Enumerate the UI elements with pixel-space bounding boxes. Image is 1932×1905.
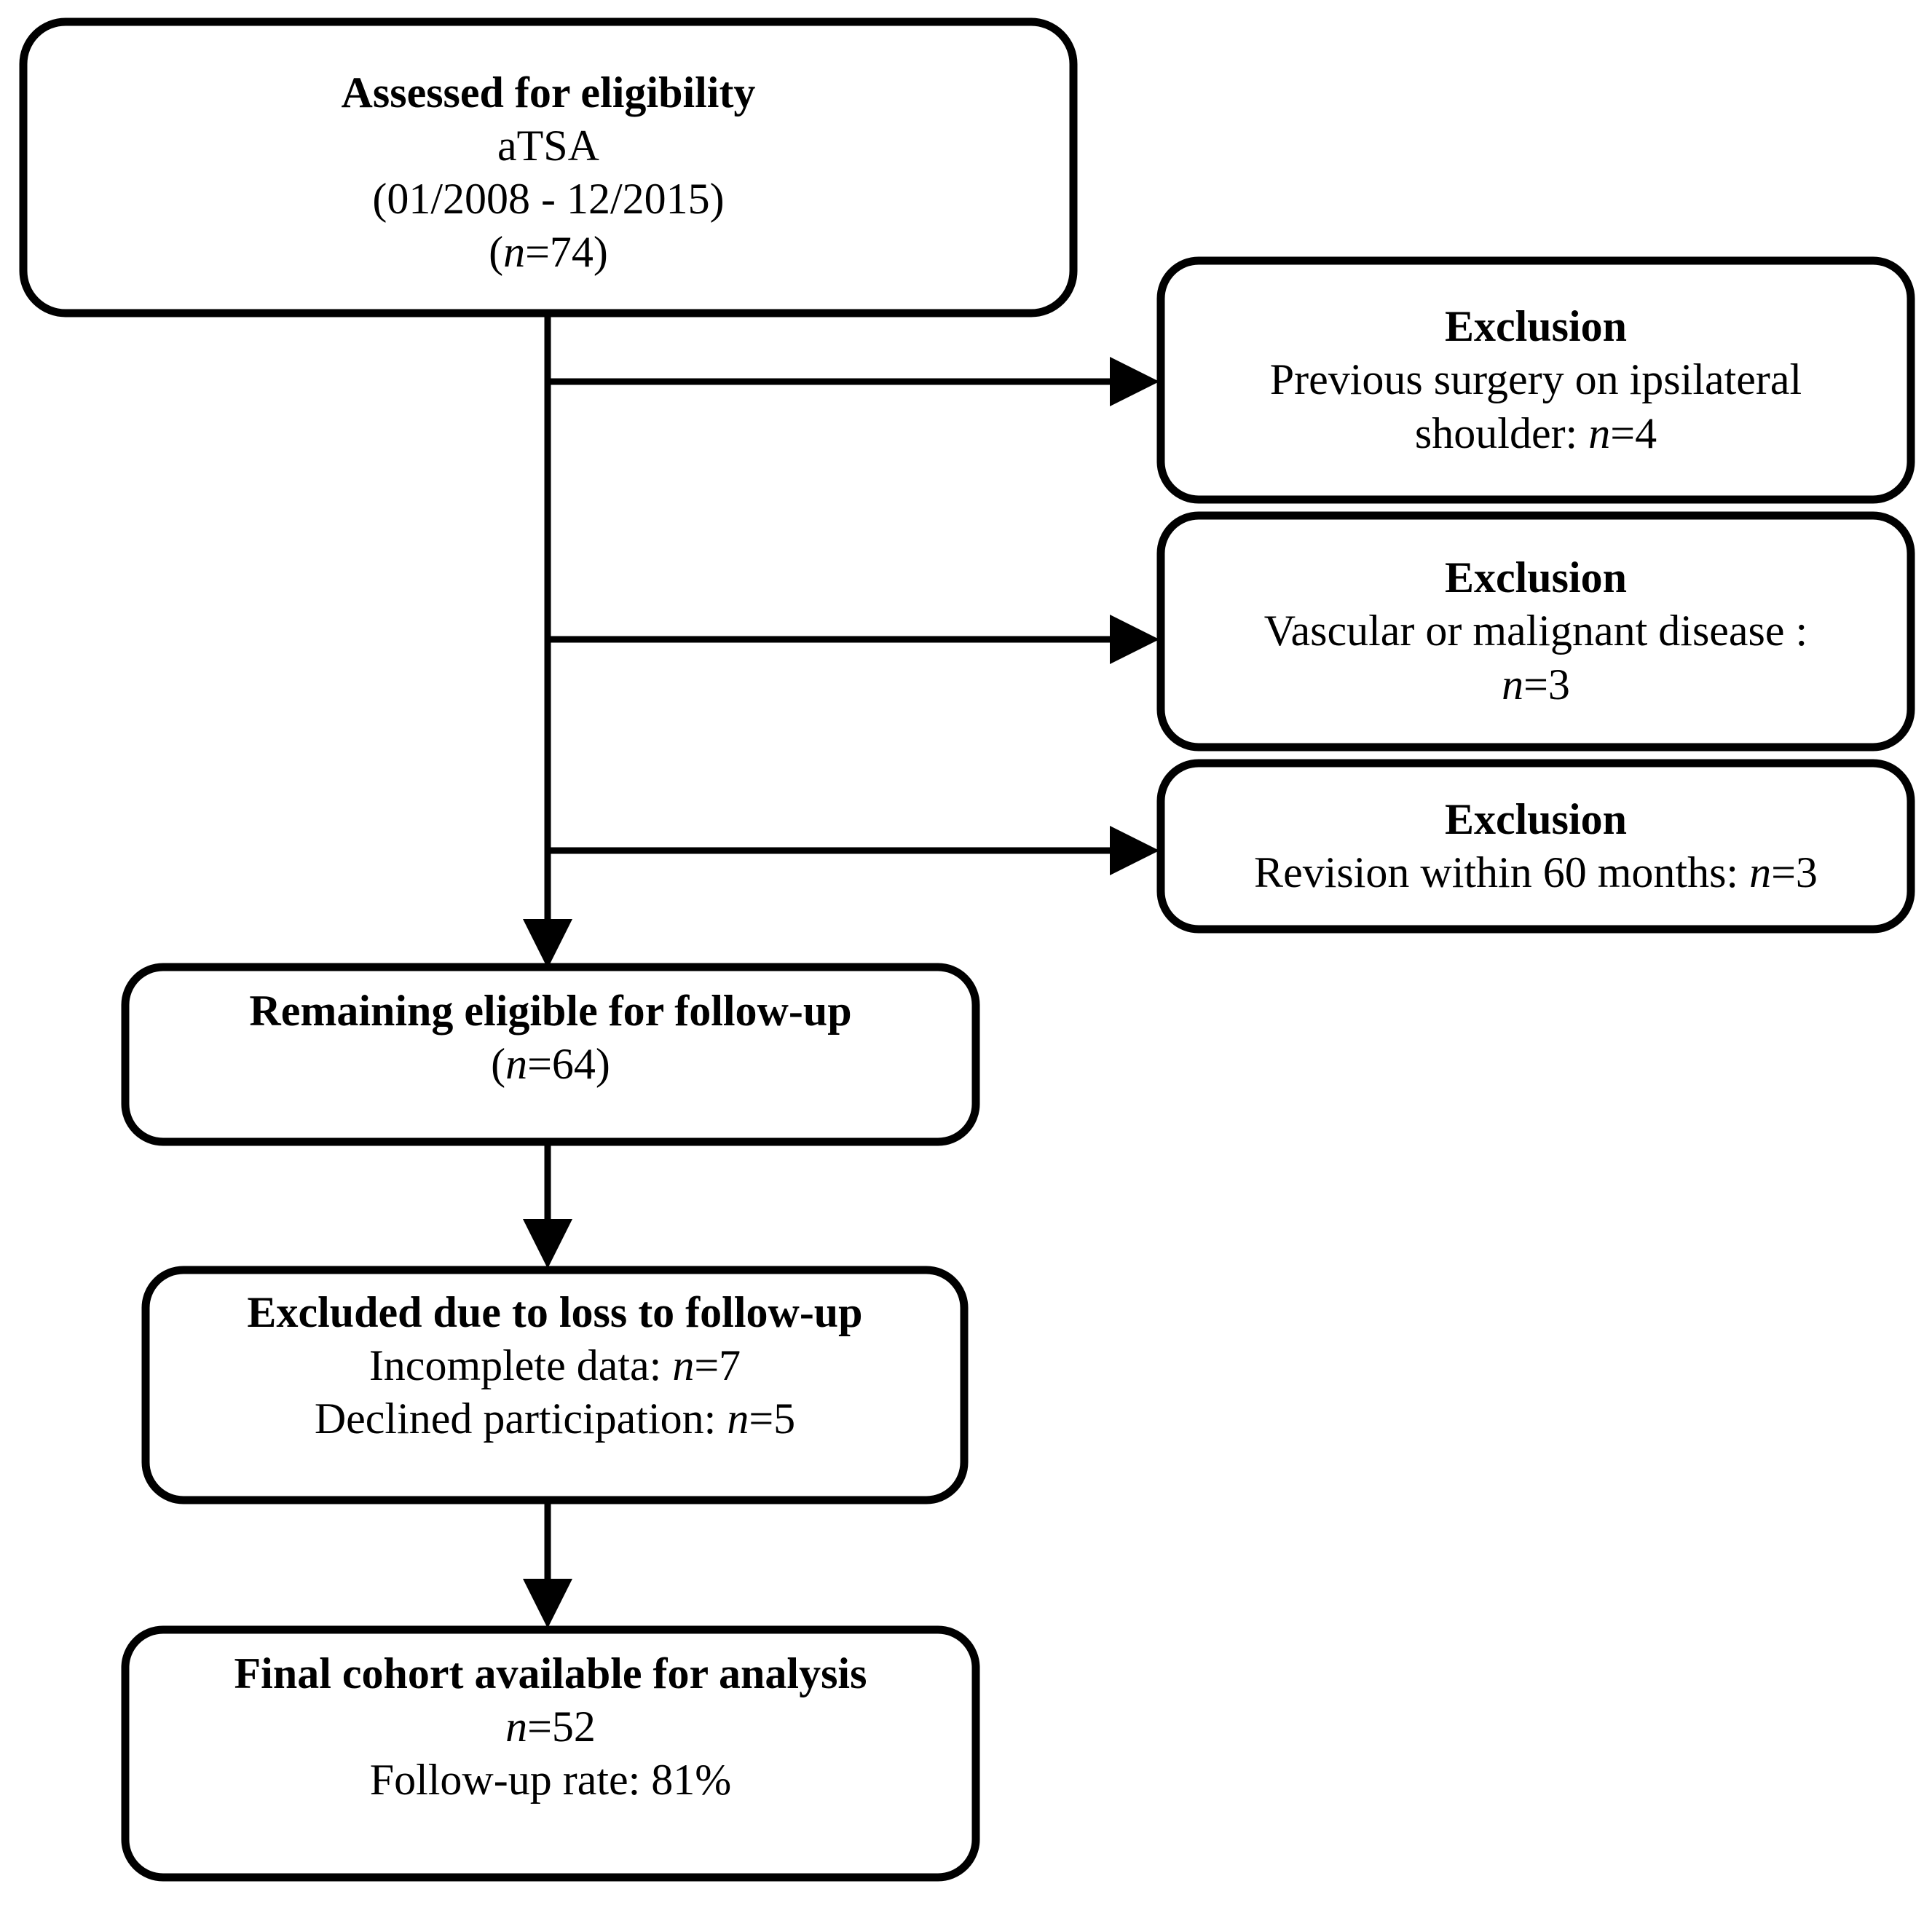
box-excluded-loss-to-follow-up: [141, 1266, 969, 1504]
box-exclusion-previous-surgery: [1156, 256, 1915, 504]
arrowhead-to-final: [523, 1579, 572, 1628]
box-final-cohort: [121, 1625, 980, 1882]
box-assessed-for-eligibility: [19, 17, 1078, 318]
arrowhead-to-exclusion-3: [1110, 826, 1159, 875]
arrowhead-to-exclusion-2: [1110, 615, 1159, 664]
box-remaining-eligible: [121, 963, 980, 1146]
arrowhead-to-exclusion-1: [1110, 357, 1159, 406]
box-exclusion-vascular-malignant: [1156, 511, 1915, 752]
arrowhead-to-remaining: [523, 919, 572, 969]
box-exclusion-revision: [1156, 759, 1915, 934]
arrowhead-to-lost: [523, 1219, 572, 1269]
